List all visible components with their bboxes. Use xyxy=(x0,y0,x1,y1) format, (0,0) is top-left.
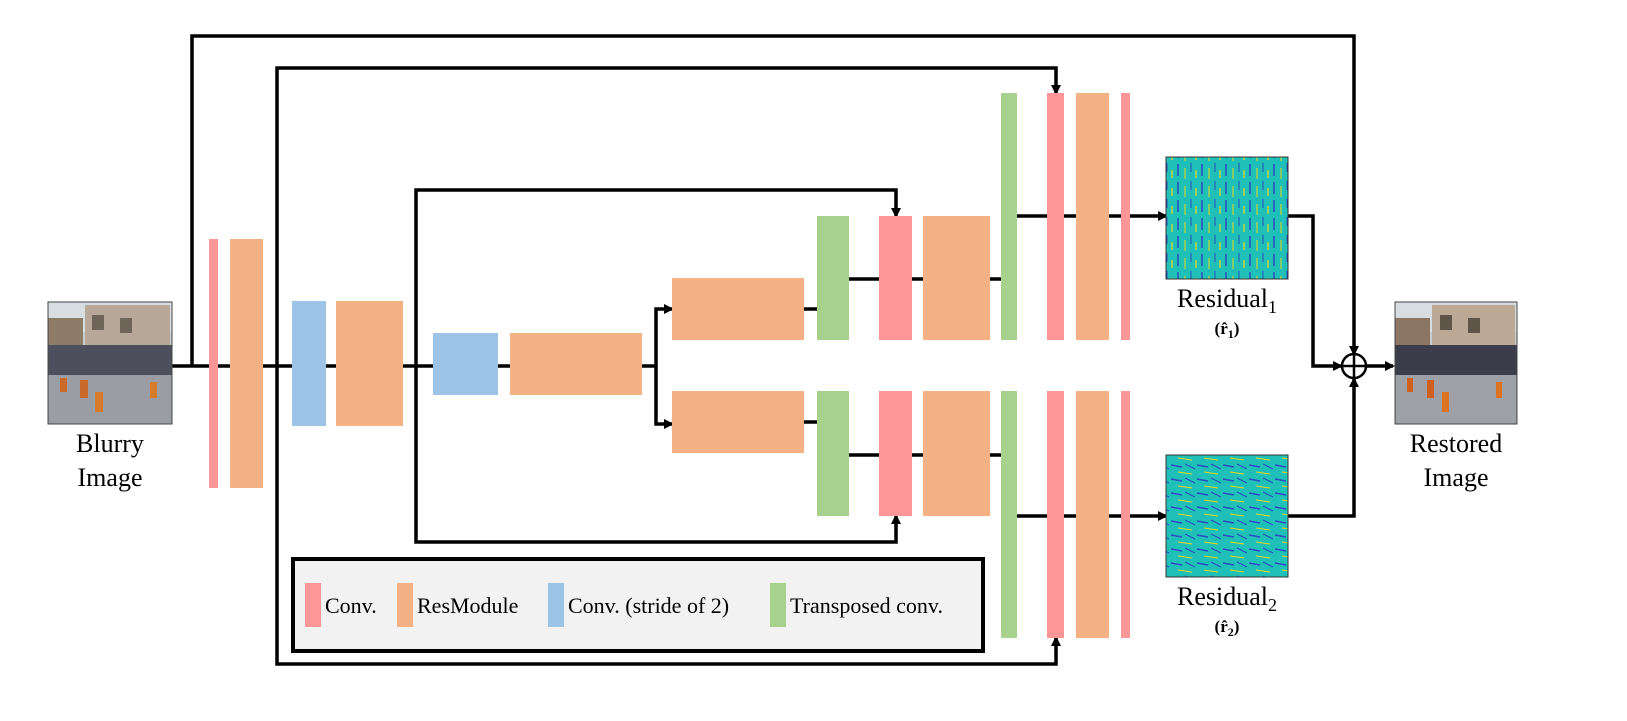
residual2-map xyxy=(1165,454,1289,578)
input-label: Image xyxy=(78,463,143,492)
restored-image-thumbnail xyxy=(1394,301,1518,425)
resmodule-block xyxy=(672,278,804,340)
resmodule-block xyxy=(336,301,403,426)
legend-label-transposed-conv: Transposed conv. xyxy=(790,593,943,618)
legend-swatch-stride-conv xyxy=(548,583,564,627)
legend-swatch-transposed-conv xyxy=(770,583,786,627)
conv-block xyxy=(1121,391,1130,638)
connections xyxy=(172,34,1395,666)
legend: Conv. ResModule Conv. (stride of 2) Tran… xyxy=(291,557,985,653)
stride-conv-block xyxy=(433,333,498,395)
wire-skip-mid-bottom xyxy=(414,366,901,544)
residual1-label: Residual1 xyxy=(1177,284,1277,317)
resmodule-block xyxy=(672,391,804,453)
conv-block xyxy=(1121,93,1130,340)
input-label: Blurry xyxy=(76,429,144,458)
output-label: Image xyxy=(1424,463,1489,492)
residual2-symbol: (r̂2) xyxy=(1215,617,1240,639)
wire-skip-outer-bottom xyxy=(275,366,1061,666)
conv-block xyxy=(879,216,912,340)
transposed-conv-block xyxy=(1001,93,1017,340)
resmodule-block xyxy=(510,333,642,395)
legend-swatch-resmodule xyxy=(397,583,413,627)
transposed-conv-block xyxy=(817,391,849,516)
wire-split-bottom xyxy=(654,366,674,429)
conv-block xyxy=(209,239,218,488)
resmodule-block xyxy=(1076,391,1109,638)
legend-label-stride-conv: Conv. (stride of 2) xyxy=(568,593,729,618)
output-label: Restored xyxy=(1410,429,1502,458)
residual1-symbol: (r̂1) xyxy=(1215,319,1240,341)
resmodule-block xyxy=(923,391,990,516)
wire-global-skip xyxy=(190,34,1359,366)
residual1-map xyxy=(1165,156,1289,280)
conv-block xyxy=(1047,391,1064,638)
residual2-label: Residual2 xyxy=(1177,582,1277,615)
resmodule-block xyxy=(923,216,990,340)
legend-label-resmodule: ResModule xyxy=(417,593,518,618)
legend-label-conv: Conv. xyxy=(325,593,377,618)
wire-residual2-out xyxy=(1288,377,1359,518)
wire-skip-mid-top xyxy=(414,188,901,366)
stride-conv-block xyxy=(292,301,326,426)
transposed-conv-block xyxy=(817,216,849,340)
transposed-conv-block xyxy=(1001,391,1017,638)
legend-swatch-conv xyxy=(305,583,321,627)
sum-node-icon xyxy=(1340,352,1368,380)
resmodule-block xyxy=(1076,93,1109,340)
wire-split-top xyxy=(654,304,674,366)
network-layers xyxy=(209,93,1130,638)
wire-skip-outer-top xyxy=(275,66,1061,366)
resmodule-block xyxy=(230,239,263,488)
conv-block xyxy=(879,391,912,516)
conv-block xyxy=(1047,93,1064,340)
blurry-image-thumbnail xyxy=(47,301,173,425)
wire-residual1-out xyxy=(1288,214,1343,371)
